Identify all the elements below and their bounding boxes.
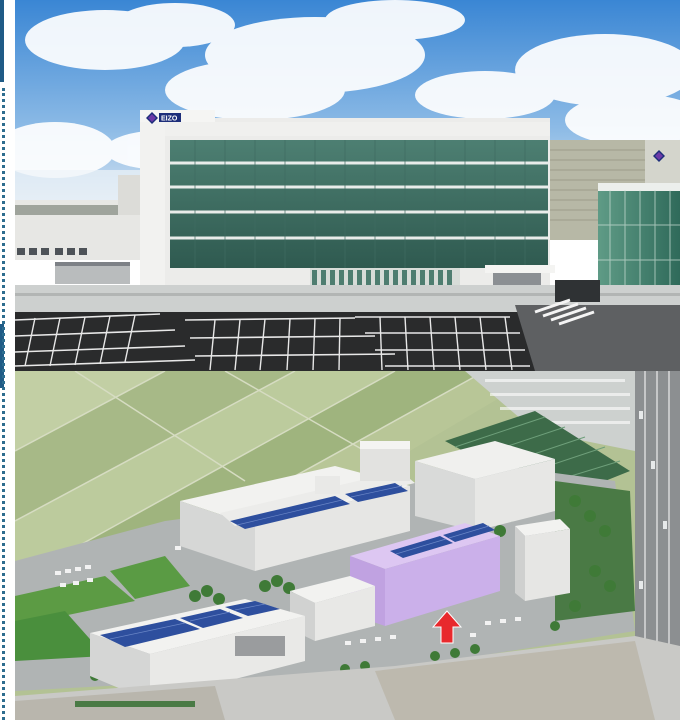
building-logo-text: EIZO: [161, 116, 178, 123]
front-building: [90, 599, 305, 701]
aerial-view-rendering: [15, 371, 680, 720]
right-building: [515, 519, 570, 601]
street-view-rendering: EIZO: [15, 0, 680, 371]
diamond-logo-icon-right: [653, 150, 665, 162]
frame-dotted-border: [2, 88, 5, 720]
diamond-logo-icon: [146, 112, 158, 124]
rear-building: [360, 441, 555, 531]
highlighted-new-building: [350, 523, 500, 626]
arrow-up-icon: [431, 610, 463, 644]
frame-tab-top: [0, 0, 4, 82]
parking-lot: [15, 298, 680, 371]
main-factory-building: [180, 466, 415, 571]
clouds: [15, 0, 680, 178]
main-office-building: [140, 110, 555, 293]
